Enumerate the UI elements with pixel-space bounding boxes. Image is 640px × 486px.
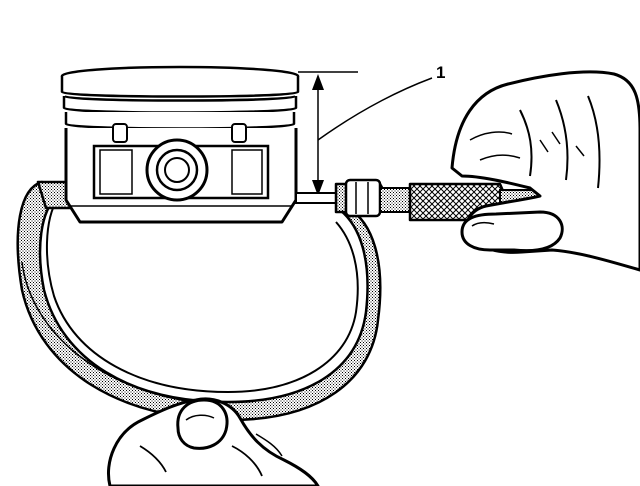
piston-icon	[60, 65, 300, 224]
hand-icon	[107, 397, 320, 486]
hand-icon	[450, 70, 640, 272]
callout-label: 1	[436, 63, 445, 82]
measurement-dimension	[298, 71, 358, 197]
callout-1: 1	[317, 63, 445, 141]
